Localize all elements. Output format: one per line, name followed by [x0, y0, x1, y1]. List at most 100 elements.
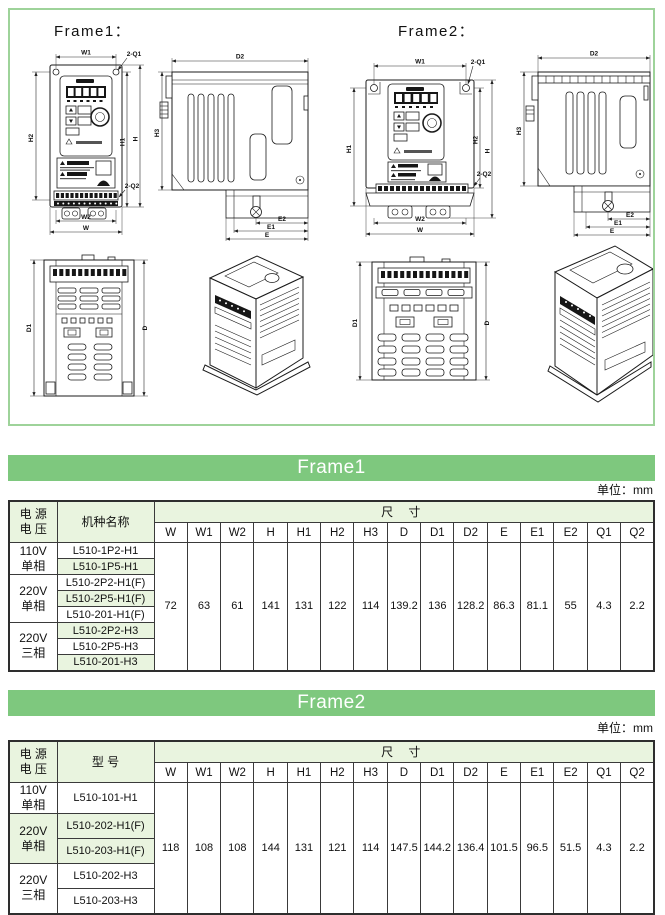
svg-text:H: H: [133, 136, 140, 141]
dim-value-cell: 2.2: [620, 782, 655, 914]
brand-mark: [76, 79, 94, 83]
knob: [264, 273, 280, 283]
vent-louver: [207, 93, 215, 183]
col-header: D1: [420, 522, 455, 543]
model-cell: L510-2P2-H3: [56, 622, 155, 639]
svg-text:E1: E1: [614, 220, 622, 227]
col-header: H1: [286, 762, 322, 783]
col-header: D2: [453, 522, 488, 543]
svg-text:2-Q2: 2-Q2: [125, 183, 140, 190]
brand-mark: [406, 87, 424, 91]
dim-value-cell: 139.2: [386, 542, 422, 671]
svg-text:H2: H2: [28, 133, 35, 142]
svg-text:E1: E1: [267, 224, 275, 231]
frame2-drawing-title: Frame2：: [398, 23, 475, 40]
col-header: E1: [520, 522, 555, 543]
frame1-unit-note: 单位：mm: [597, 483, 653, 497]
power-connector: [387, 205, 413, 219]
dim-value-cell: 2.2: [620, 542, 655, 671]
svg-text:D1: D1: [352, 318, 359, 327]
col-header: W: [153, 762, 188, 783]
voltage-group-cell: 110V 单相: [8, 542, 58, 575]
dim-value-cell: 86.3: [486, 542, 522, 671]
screw: [295, 175, 305, 185]
model-cell: L510-202-H3: [56, 863, 155, 889]
dim-value-cell: 136.4: [453, 782, 488, 914]
col-header: Q1: [586, 522, 622, 543]
col-header: W2: [220, 762, 255, 783]
svg-text:E: E: [610, 228, 615, 235]
voltage-header: 电 源 电 压: [8, 500, 58, 543]
dim-value-cell: 61: [220, 542, 255, 671]
dim-value-cell: 144: [253, 782, 288, 914]
model-cell: L510-201-H1(F): [56, 606, 155, 623]
dim-value-cell: 122: [320, 542, 355, 671]
col-header: W2: [220, 522, 255, 543]
col-header: H1: [286, 522, 322, 543]
frame1-bottom-view: D1 D: [26, 254, 149, 397]
col-header: D: [386, 522, 422, 543]
svg-text:2-Q2: 2-Q2: [477, 171, 492, 178]
screw-hole: [52, 68, 60, 76]
dim-value-cell: 136: [420, 542, 455, 671]
col-header: D1: [420, 762, 455, 783]
frame2-banner: Frame2: [8, 690, 655, 716]
frame1-banner: Frame1: [8, 455, 655, 481]
col-header: D2: [453, 762, 488, 783]
frame2-isometric-view: [547, 245, 653, 403]
frame2-front-view: W1 2-Q1 H1 H2 H 2-Q2 W2 W: [346, 59, 496, 237]
dim-value-cell: 118: [153, 782, 188, 914]
dim-value-cell: 108: [186, 782, 222, 914]
dim-value-cell: 144.2: [420, 782, 455, 914]
svg-text:H: H: [485, 148, 492, 153]
dim-value-cell: 101.5: [486, 782, 522, 914]
col-header: H3: [353, 762, 388, 783]
dimension-drawings-panel: Frame1： Frame2：: [8, 8, 655, 426]
frame1-isometric-view: [202, 255, 311, 396]
frame2-side-view: D2 H3 E2 E1 E: [516, 51, 651, 237]
col-header: H3: [353, 522, 388, 543]
af-logo: [427, 163, 443, 176]
col-header: D: [386, 762, 422, 783]
vent-louver: [565, 91, 574, 175]
dim-value-cell: 131: [286, 782, 322, 914]
dim-value-cell: 4.3: [586, 782, 622, 914]
vent-louver: [598, 91, 607, 175]
voltage-group-cell: 220V 三相: [8, 622, 58, 671]
svg-text:2-Q1: 2-Q1: [127, 51, 142, 58]
side-connector: [525, 105, 535, 122]
svg-text:E2: E2: [278, 216, 286, 223]
col-header: W1: [186, 762, 222, 783]
svg-text:W2: W2: [415, 216, 425, 223]
svg-text:D: D: [142, 325, 149, 330]
screw-hole: [462, 84, 470, 92]
voltage-group-cell: 220V 单相: [8, 574, 58, 623]
dim-value-cell: 96.5: [520, 782, 555, 914]
screw: [635, 169, 645, 179]
svg-text:H2: H2: [473, 135, 480, 144]
model-cell: L510-203-H1(F): [56, 838, 155, 864]
power-connector: [425, 205, 451, 219]
svg-text:W1: W1: [415, 59, 425, 66]
dim-value-cell: 114: [353, 542, 388, 671]
screw-hole: [370, 84, 378, 92]
vent-louver: [587, 91, 596, 175]
frame1-front-view: W1 2-Q1 H2 H1 H 2-Q2 W2 W: [28, 50, 144, 235]
svg-text:D2: D2: [590, 51, 599, 58]
col-header: Q2: [620, 762, 655, 783]
frame1-table-wrap: 电 源 电 压 机种名称 尺 寸 W W1 W2 H H1 H2 H3 D D1…: [8, 500, 655, 672]
svg-text:D2: D2: [236, 54, 245, 61]
svg-text:H1: H1: [120, 137, 127, 146]
model-cell: L510-2P5-H3: [56, 638, 155, 655]
svg-text:E: E: [265, 232, 270, 239]
model-cell: L510-101-H1: [56, 782, 155, 814]
knob: [616, 263, 634, 275]
run-button: [393, 133, 408, 142]
model-header: 型 号: [56, 740, 155, 783]
frame1-side-view: D2 H3 E2 E1 E: [154, 54, 309, 241]
svg-text:H3: H3: [516, 126, 523, 135]
conduit-box: [225, 189, 309, 219]
frame1-drawing-title: Frame1：: [54, 23, 131, 40]
run-button: [65, 127, 80, 136]
